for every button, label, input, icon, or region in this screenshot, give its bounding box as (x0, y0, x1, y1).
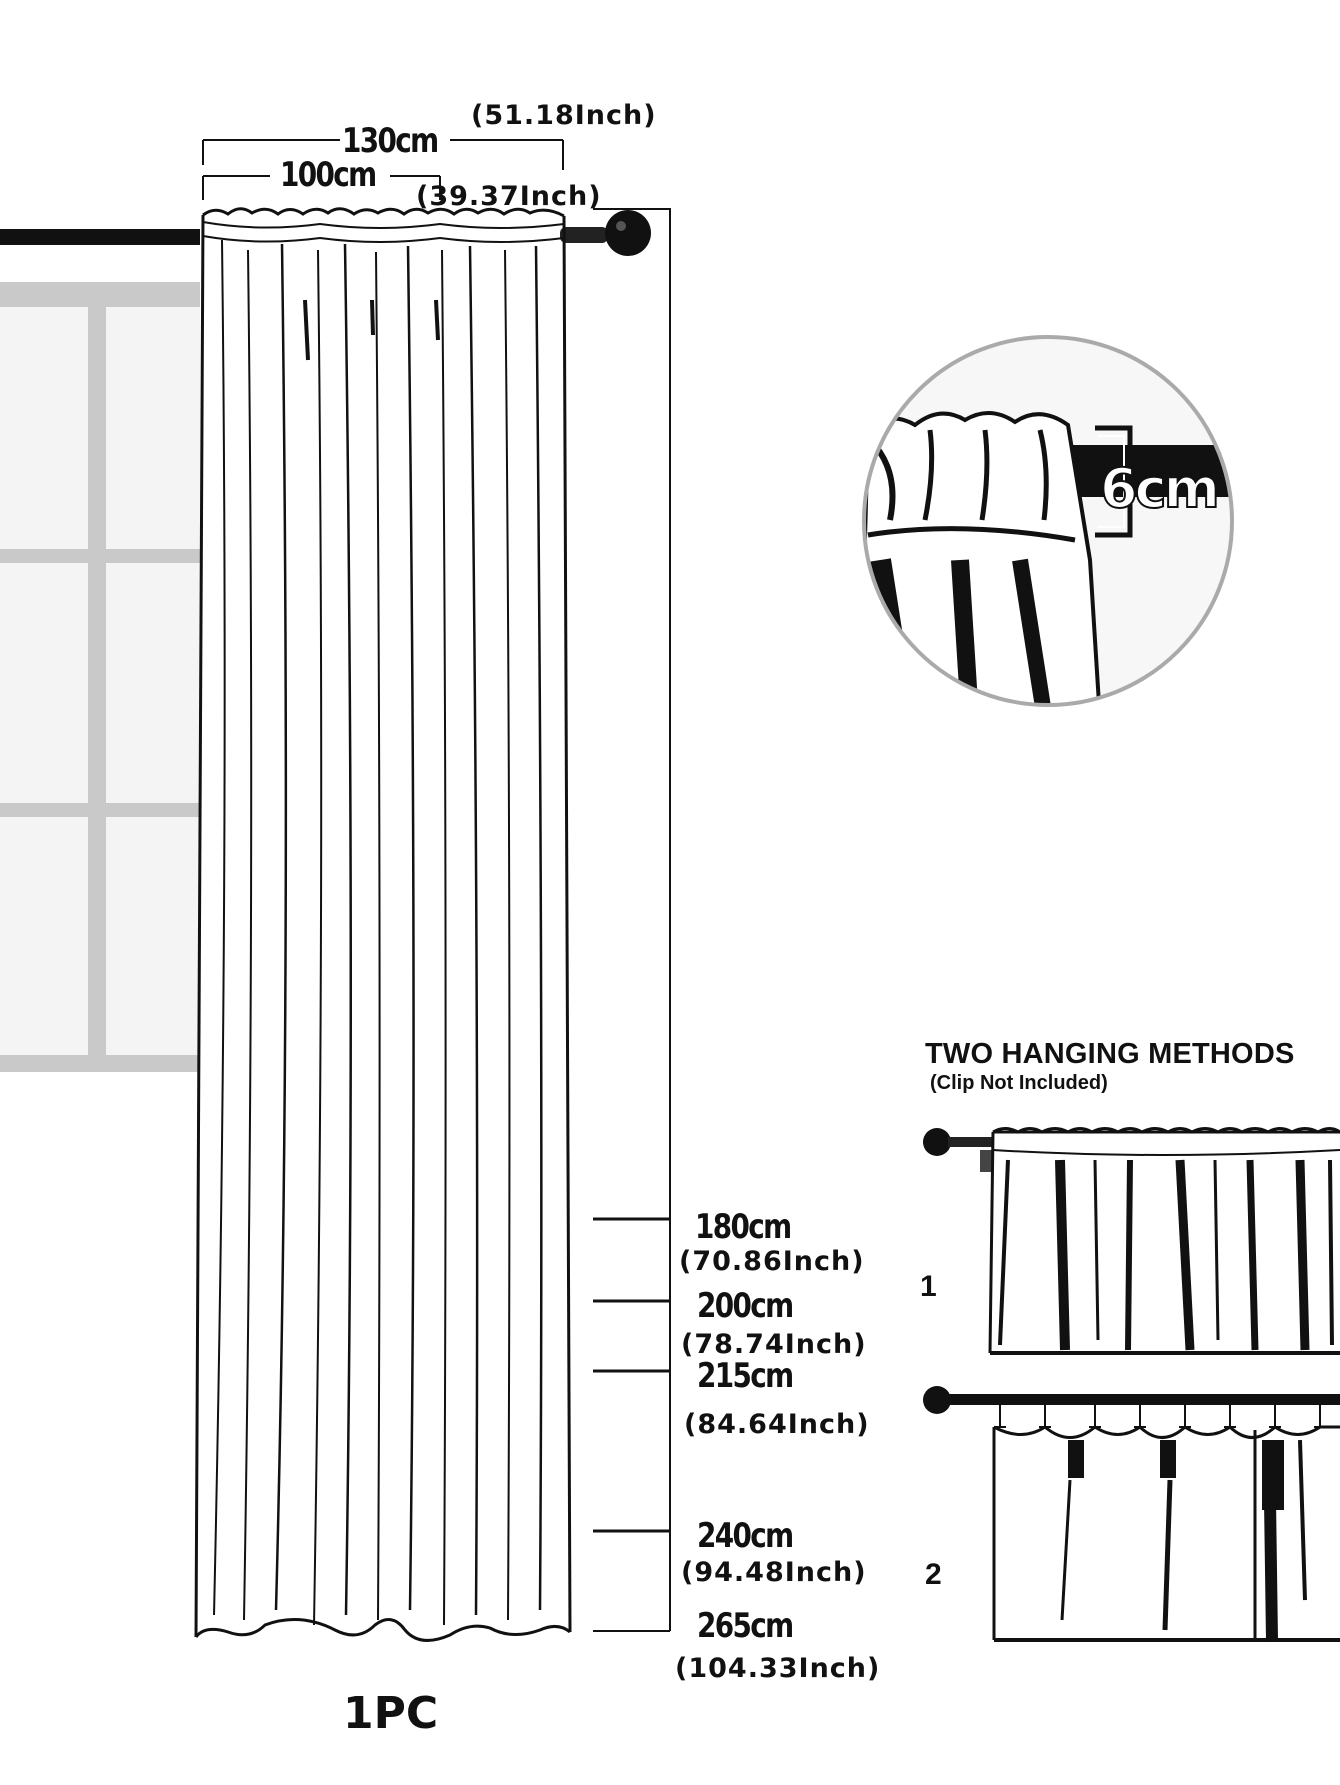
hanging-methods-subtitle: (Clip Not Included) (930, 1072, 1108, 1094)
length-215-inch-label: (84.64Inch) (684, 1409, 870, 1440)
quantity-label: 1PC (343, 1688, 439, 1739)
length-215-cm-label: 215cm (697, 1356, 794, 1396)
inner-width-cm-label: 100cm (280, 155, 377, 195)
length-180-inch-label: (70.86Inch) (679, 1246, 865, 1277)
length-200-cm-label: 200cm (697, 1286, 794, 1326)
width-dimension-lines (202, 139, 564, 200)
length-265-cm-label: 265cm (697, 1606, 794, 1646)
hanging-method-2-illustration (923, 1386, 1340, 1642)
curtain-rod (0, 210, 651, 256)
curtain-panel (194, 207, 572, 1642)
length-180-cm-label: 180cm (695, 1207, 792, 1247)
length-200-inch-label: (78.74Inch) (681, 1329, 867, 1360)
outer-width-cm-label: 130cm (342, 121, 439, 161)
hanging-methods-title: TWO HANGING METHODS (925, 1038, 1295, 1070)
hanging-method-1-number: 1 (920, 1270, 937, 1303)
length-240-cm-label: 240cm (697, 1516, 794, 1556)
rod-pocket-size-label: 6cm (1099, 457, 1221, 520)
length-240-inch-label: (94.48Inch) (681, 1557, 867, 1588)
inner-width-inch-label: (39.37Inch) (416, 181, 602, 212)
outer-width-inch-label: (51.18Inch) (471, 100, 657, 131)
hanging-method-2-number: 2 (925, 1558, 942, 1591)
hanging-method-1-illustration (923, 1127, 1340, 1355)
length-265-inch-label: (104.33Inch) (675, 1653, 881, 1684)
window-illustration (0, 282, 200, 1072)
length-dimension-lines (593, 208, 671, 1632)
rod-pocket-detail (862, 335, 1234, 707)
